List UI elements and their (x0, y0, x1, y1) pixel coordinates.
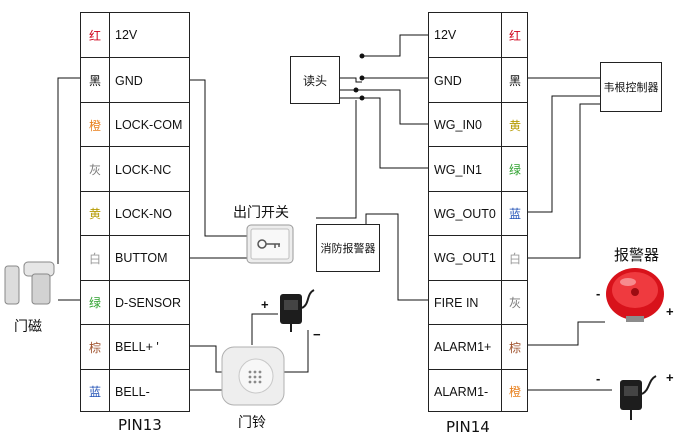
pin-name-label: ALARM1+ (434, 340, 492, 355)
terminal-row: 橙 ALARM1- (429, 368, 527, 414)
pin13-column-divider (109, 13, 110, 411)
wire-color-label: 黄 (88, 207, 101, 222)
terminal-row: 黄 WG_IN0 (429, 101, 527, 147)
pin-name-label: FIRE IN (434, 295, 479, 310)
wire-color-label: 棕 (88, 340, 101, 355)
pin-name-label: ALARM1- (434, 384, 489, 399)
pin-name-label: WG_OUT0 (434, 206, 496, 221)
pin-name-label: WG_IN1 (434, 162, 482, 177)
alarm-adapter-plus-sign: + (666, 370, 674, 385)
pin-name-label: LOCK-NO (115, 206, 172, 221)
terminal-row: 黑 GND (81, 57, 189, 102)
wire-color-label: 黄 (508, 118, 521, 133)
wire-color-label: 橙 (88, 118, 101, 133)
fire-alarm-to-fire-in-wire (365, 213, 428, 301)
terminal-row: 橙 LOCK-COM (81, 101, 189, 147)
fire-alarm-box: 消防报警器 (316, 224, 380, 272)
pin13-label: PIN13 (118, 416, 162, 434)
junction-dot (359, 53, 365, 59)
wire-color-label: 绿 (88, 296, 101, 311)
reader-line-1 (340, 77, 362, 83)
pin14-12v-to-reader-wire (362, 34, 428, 57)
doorbell-device (220, 345, 286, 407)
doorbell-minus-sign: − (313, 327, 321, 342)
pin-name-label: BUTTOM (115, 251, 168, 266)
terminal-row: 绿 D-SENSOR (81, 279, 189, 325)
terminal-row: 灰 FIRE IN (429, 279, 527, 325)
wire-color-label: 白 (88, 251, 101, 266)
card-reader-box: 读头 (290, 56, 340, 104)
pin14-label: PIN14 (446, 418, 490, 436)
pin-name-label: D-SENSOR (115, 295, 181, 310)
pin-name-label: LOCK-NC (115, 162, 172, 177)
terminal-row: 白 BUTTOM (81, 235, 189, 280)
pin14-terminal-block: 红 12V 黑 GND 黄 WG_IN0 绿 WG_IN1 蓝 WG_OUT0 白 WG_OUT1 灰 F… (428, 12, 528, 412)
reader-to-fire-alarm-wire (316, 100, 357, 219)
wire-color-label: 白 (508, 251, 521, 266)
wire-color-label: 蓝 (88, 385, 101, 400)
terminal-row: 灰 LOCK-NC (81, 146, 189, 191)
doorbell-power-adapter (276, 286, 316, 334)
wire-color-label: 橙 (508, 385, 521, 400)
alarm-power-adapter (614, 374, 660, 424)
doorbell-power-minus-wire (282, 330, 309, 373)
alarm-siren-device (604, 264, 666, 324)
terminal-row: 棕 BELL+ ' (81, 324, 189, 369)
wire-color-label: 黑 (508, 74, 521, 89)
wg-out1-to-controller-wire (528, 103, 600, 259)
junction-dot (359, 95, 365, 101)
doorbell-label: 门铃 (238, 415, 266, 431)
door-sensor-wire-2 (57, 77, 80, 264)
pin-name-label: BELL+ ' (115, 340, 159, 355)
wiegand-controller-box: 韦根控制器 (600, 62, 662, 112)
reader-line-2 (340, 89, 428, 125)
pin-name-label: 12V (115, 28, 138, 43)
pin-name-label: GND (115, 73, 143, 88)
terminal-row: 红 12V (429, 13, 527, 57)
wire-color-label: 蓝 (508, 207, 521, 222)
exit-button-device (246, 224, 294, 264)
exit-button-label: 出门开关 (233, 205, 289, 221)
doorbell-plus-sign: + (261, 297, 269, 312)
doorbell-power-plus-wire (251, 313, 278, 345)
terminal-row: 蓝 WG_OUT0 (429, 190, 527, 236)
alarm-plus-sign: + (666, 304, 674, 319)
pin14-column-divider (501, 13, 502, 411)
door-sensor-label: 门磁 (14, 319, 42, 335)
alarm-plus-wire (528, 321, 605, 346)
wire-color-label: 灰 (508, 296, 521, 311)
pin-name-label: BELL- (115, 384, 150, 399)
gnd-to-exit-button-wire (190, 79, 248, 237)
junction-dot (353, 87, 359, 93)
wire-color-label: 棕 (508, 340, 521, 355)
wire-color-label: 黑 (88, 74, 101, 89)
terminal-row: 棕 ALARM1+ (429, 324, 527, 369)
alarm-minus-sign: - (596, 286, 601, 301)
wire-color-label: 红 (88, 28, 101, 43)
wire-color-label: 绿 (508, 163, 521, 178)
terminal-row: 红 12V (81, 13, 189, 57)
pin-name-label: GND (434, 73, 462, 88)
wg-out0-to-controller-wire (528, 95, 600, 213)
terminal-row: 绿 WG_IN1 (429, 146, 527, 191)
pin-name-label: 12V (434, 28, 457, 43)
junction-dot (359, 75, 365, 81)
wire-color-label: 灰 (88, 163, 101, 178)
pin13-terminal-block: 红 12V 黑 GND 橙 LOCK-COM 灰 LOCK-NC 黄 LOCK-NO 白 BUTTOM… (80, 12, 190, 412)
door-sensor-device (2, 258, 58, 306)
pin-name-label: WG_OUT1 (434, 251, 496, 266)
alarm-label: 报警器 (614, 246, 660, 264)
pin-name-label: LOCK-COM (115, 118, 183, 133)
alarm-adapter-minus-sign: - (596, 371, 601, 386)
terminal-row: 黑 GND (429, 57, 527, 102)
terminal-row: 白 WG_OUT1 (429, 235, 527, 280)
wire-color-label: 红 (508, 28, 521, 43)
reader-line-3 (340, 97, 428, 169)
terminal-row: 蓝 BELL- (81, 368, 189, 414)
terminal-row: 黄 LOCK-NO (81, 190, 189, 236)
pin-name-label: WG_IN0 (434, 118, 482, 133)
